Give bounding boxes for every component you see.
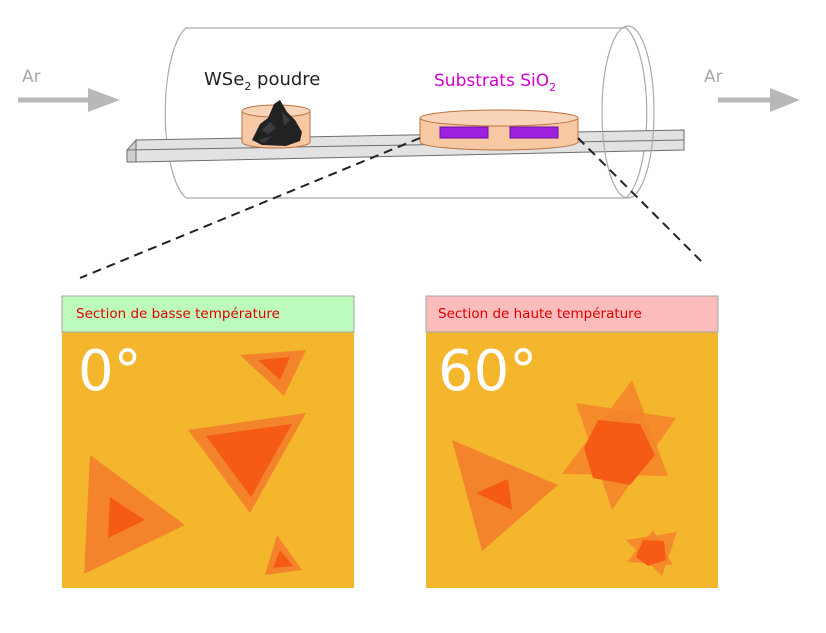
powder-crucible: [241, 100, 311, 149]
panel-header-text: Section de haute température: [438, 306, 642, 322]
low-temperature-panel: Section de basse température 0°: [61, 295, 355, 588]
ar-inlet-arrow: Ar: [18, 67, 120, 112]
flake: [626, 530, 677, 576]
angle-label: 60°: [438, 339, 537, 404]
tube-opening: [601, 25, 655, 199]
ar-outlet-arrow: Ar: [704, 67, 800, 112]
flake: [188, 413, 306, 513]
panel-header-text: Section de basse température: [76, 306, 280, 322]
flake: [562, 380, 676, 510]
ar-inlet-label: Ar: [22, 67, 41, 87]
flake: [84, 455, 185, 574]
high-temperature-panel: Section de haute température 60°: [425, 295, 719, 588]
ar-outlet-label: Ar: [704, 67, 723, 87]
powder-label: WSe2 poudre: [204, 69, 320, 93]
panel-header: [61, 295, 355, 333]
substrate-boat: [419, 109, 579, 151]
substrate-label: Substrats SiO2: [434, 71, 556, 94]
wse2-powder: [252, 100, 302, 146]
flake: [265, 535, 302, 575]
zoom-line-left: [79, 137, 421, 279]
substrate-chip-1: [439, 126, 489, 139]
flake: [240, 350, 306, 396]
quartz-tube: [164, 27, 648, 199]
flake: [452, 440, 558, 551]
panel-header: [425, 295, 719, 333]
substrate-chip-2: [509, 126, 559, 139]
angle-label: 0°: [78, 339, 142, 404]
